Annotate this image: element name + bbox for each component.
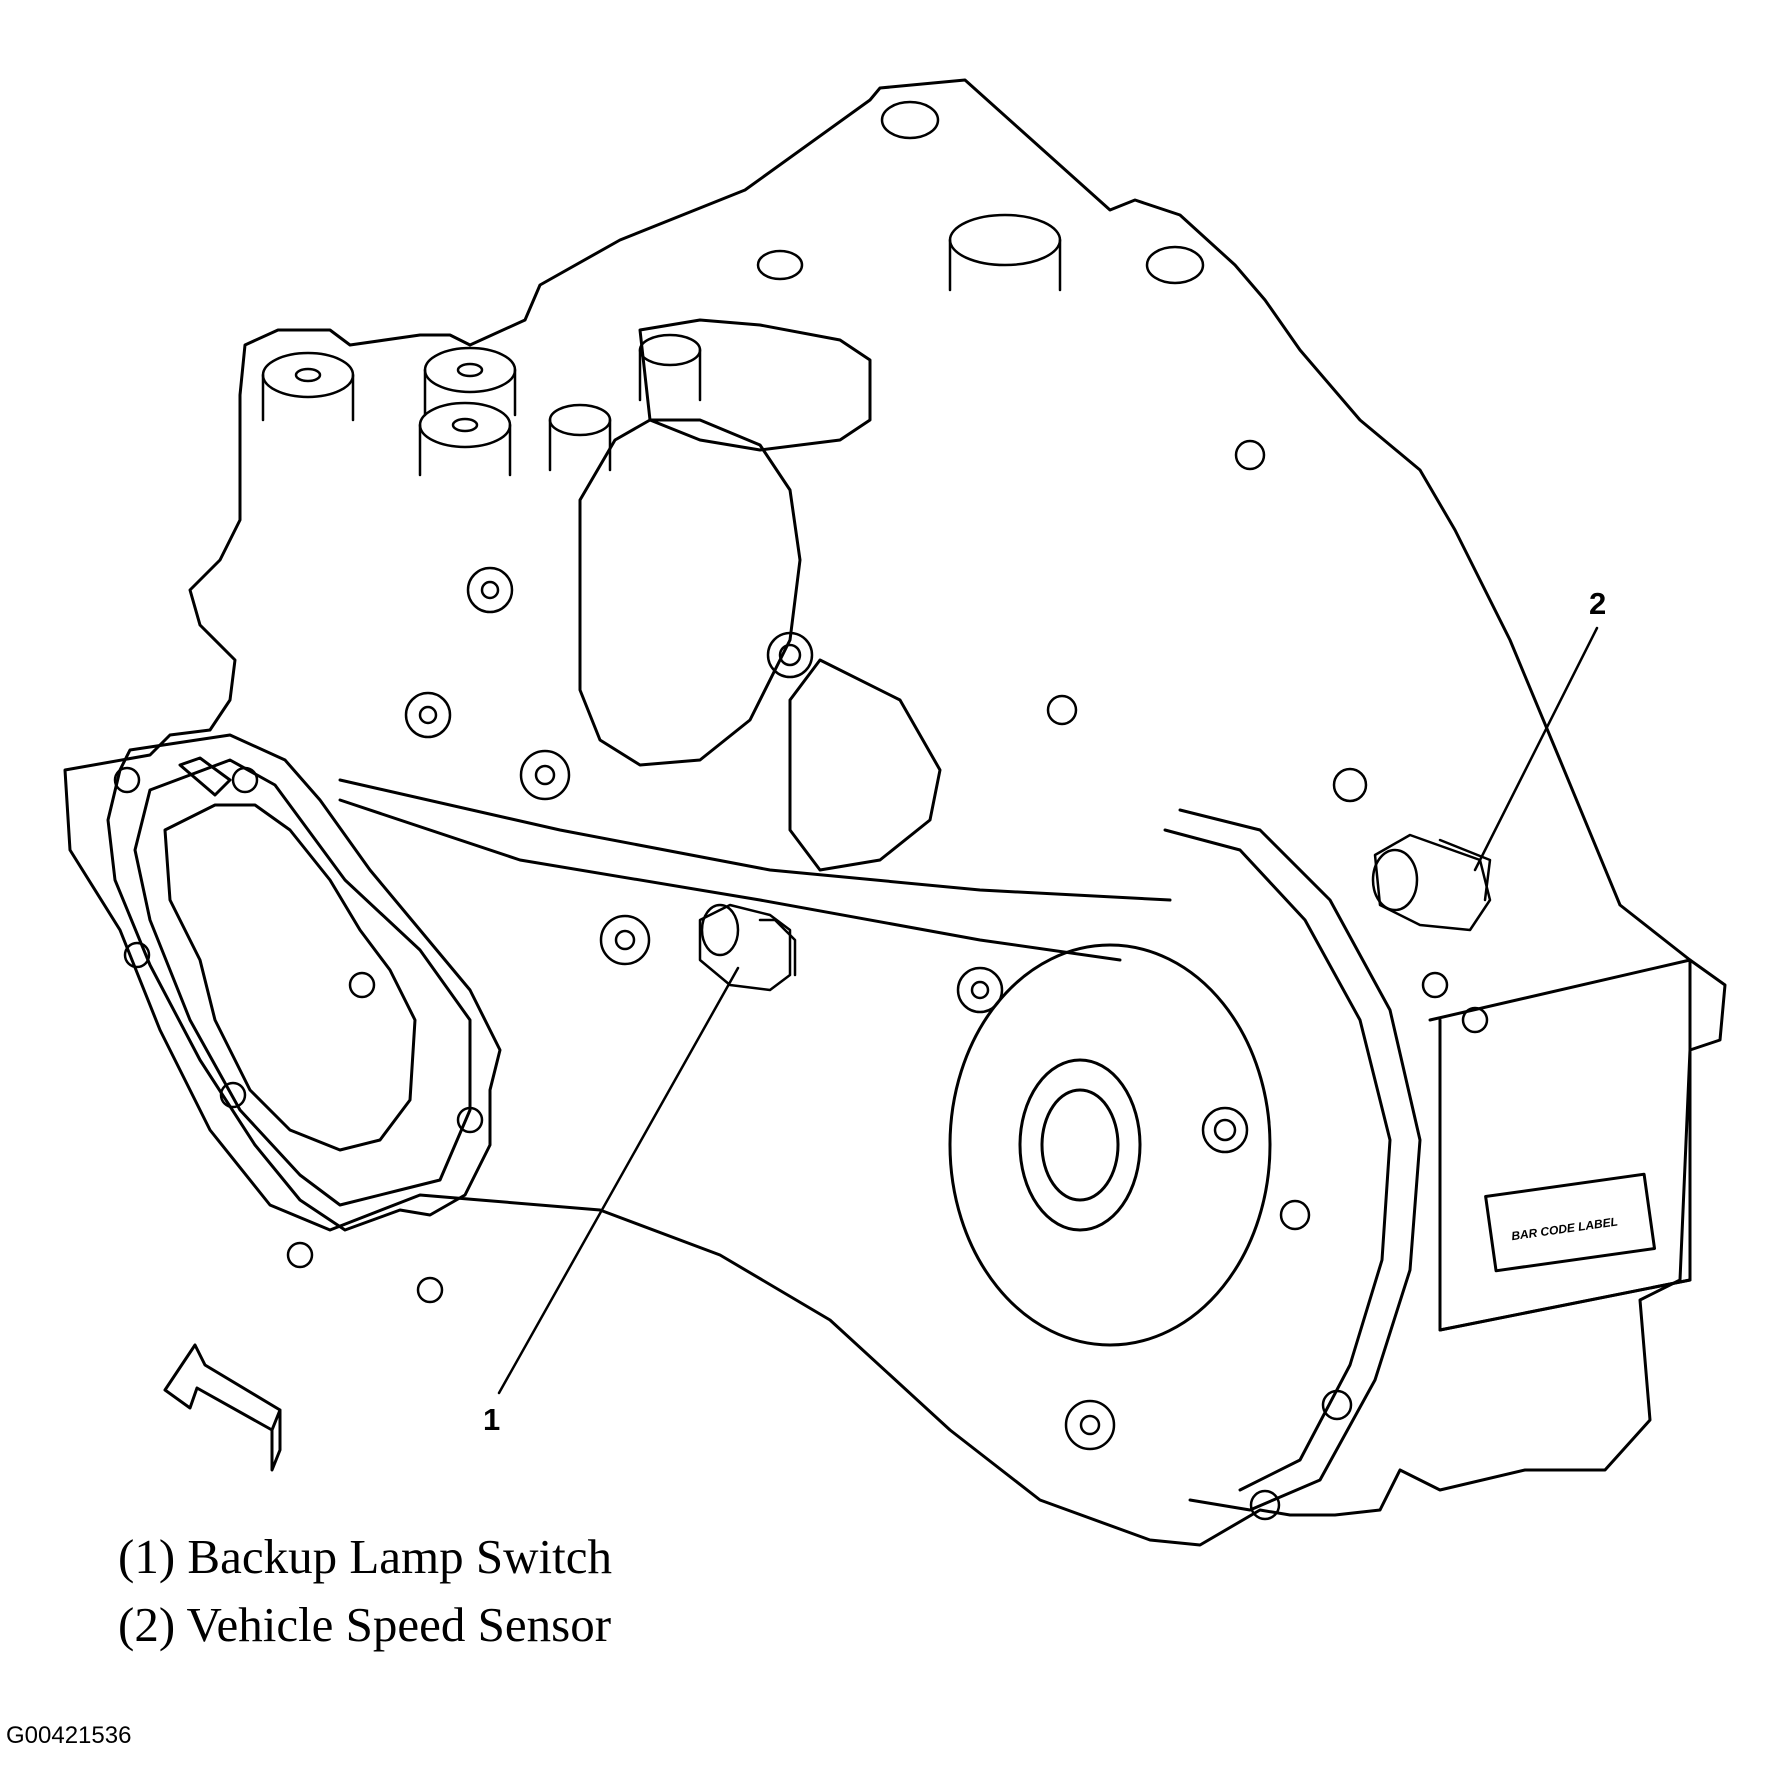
shift-lever-arm [788, 658, 942, 872]
mounting-lugs [404, 566, 1489, 1451]
differential-boss [1018, 1058, 1142, 1232]
leader-line-2 [1473, 626, 1599, 872]
diagonal-rib [338, 798, 1122, 962]
legend-item-backup-lamp-switch: (1) Backup Lamp Switch [118, 1529, 612, 1584]
shift-cover-top [638, 318, 872, 452]
top-bosses [261, 100, 1205, 477]
side-cover-bolts [113, 766, 484, 1304]
direction-arrow [163, 1343, 282, 1472]
flange-bolts [1046, 439, 1449, 1521]
bar-code-label-text: BAR CODE LABEL [1510, 1214, 1618, 1243]
axle-bore [1040, 1088, 1120, 1202]
transaxle-housing-outline [63, 78, 1727, 1547]
side-cover-plate [106, 733, 502, 1232]
right-end-ledge [1438, 1018, 1692, 1332]
case-flange-inner [1163, 828, 1392, 1492]
case-flange [1178, 808, 1422, 1512]
side-cover-tab [178, 756, 232, 797]
differential-cover [948, 943, 1272, 1347]
shift-housing [578, 418, 802, 767]
figure-id: G00421536 [6, 1722, 132, 1749]
legend-item-vehicle-speed-sensor: (2) Vehicle Speed Sensor [118, 1597, 612, 1652]
leader-line-1 [497, 966, 740, 1395]
backup-lamp-switch [698, 903, 797, 992]
vehicle-speed-sensor [1371, 833, 1492, 932]
bar-code-label-box [1484, 1172, 1657, 1273]
right-end-face [1428, 958, 1692, 1332]
diagonal-rib-upper [338, 778, 1172, 902]
side-cover-inner-edge [133, 758, 472, 1207]
callout-2-label: 2 [1589, 586, 1607, 621]
callout-1-label: 1 [483, 1402, 501, 1437]
side-cover-recess [163, 803, 417, 1152]
